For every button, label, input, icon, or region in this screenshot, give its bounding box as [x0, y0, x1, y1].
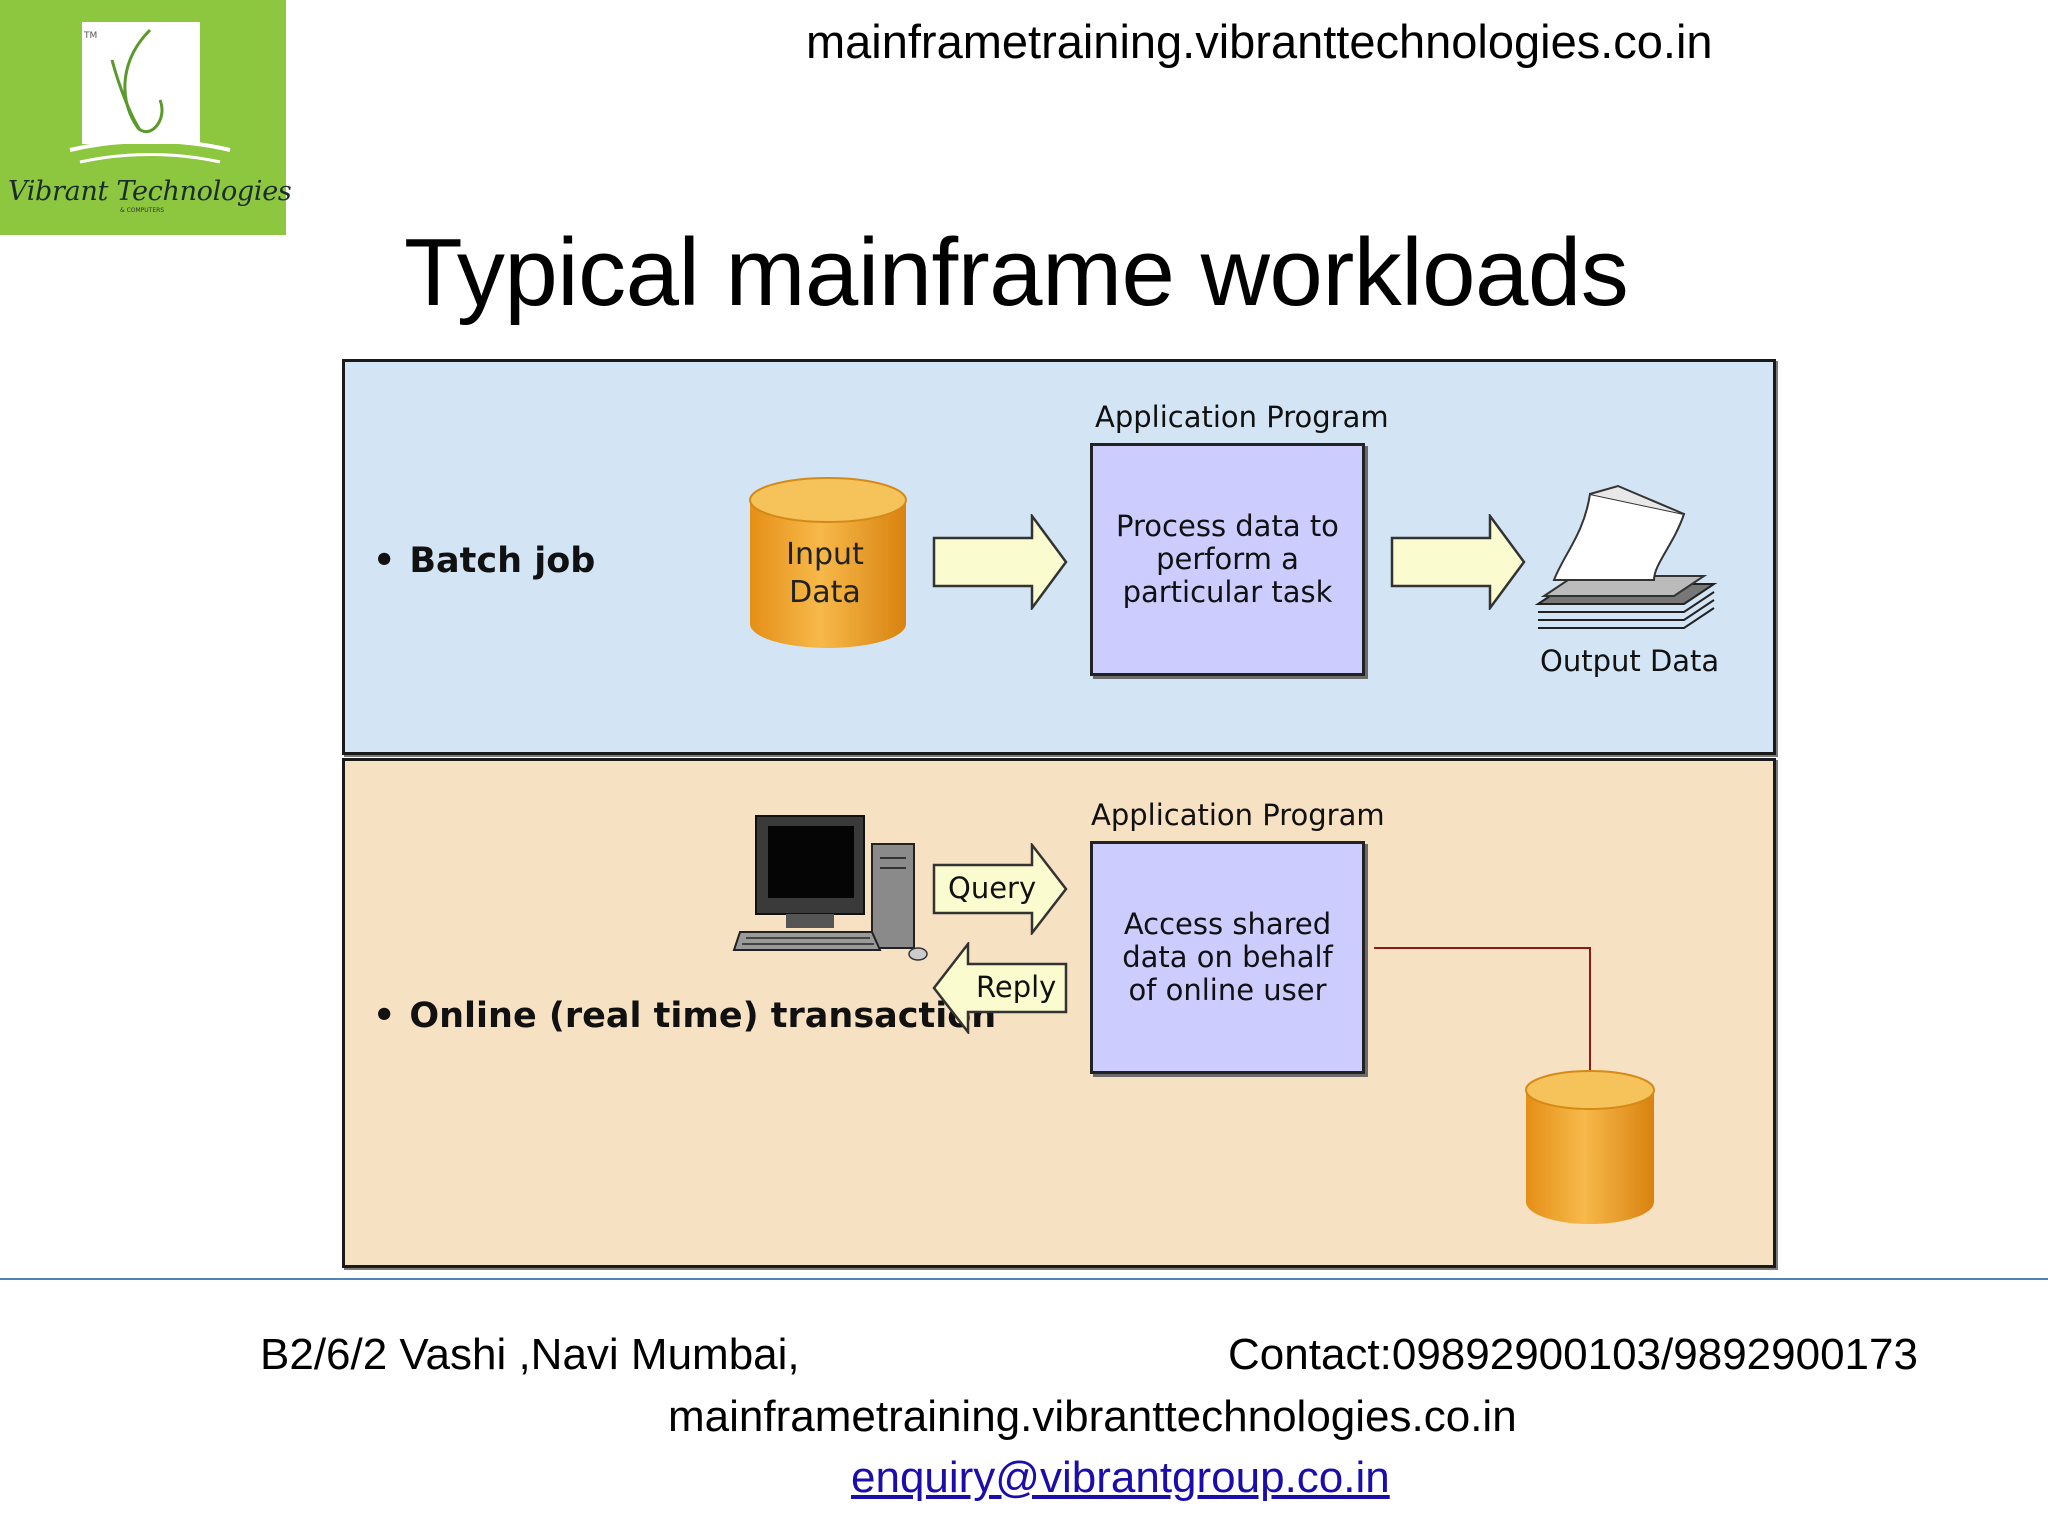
input-data-cylinder-icon	[749, 477, 907, 648]
footer-address: B2/6/2 Vashi ,Navi Mumbai,	[260, 1330, 800, 1379]
slide-title: Typical mainframe workloads	[404, 219, 1629, 326]
query-arrow-icon	[932, 843, 1068, 935]
online-transaction-label: • Online (real time) transaction	[373, 996, 996, 1036]
batch-app-program-label: Application Program	[1095, 400, 1389, 434]
footer-divider	[0, 1278, 2048, 1280]
reply-arrow-icon	[932, 942, 1068, 1034]
footer-contact: Contact:09892900103/9892900173	[1228, 1330, 1918, 1379]
footer-url: mainframetraining.vibranttechnologies.co…	[668, 1392, 1517, 1441]
database-connector-line	[1374, 947, 1591, 1076]
online-process-box: Access shared data on behalf of online u…	[1090, 841, 1365, 1074]
computer-icon	[732, 815, 928, 961]
output-data-label: Output Data	[1540, 644, 1720, 678]
query-label: Query	[948, 871, 1037, 905]
reply-label: Reply	[976, 970, 1057, 1004]
online-transaction-text: Online (real time) transaction	[409, 996, 997, 1036]
batch-process-box: Process data to perform a particular tas…	[1090, 443, 1365, 676]
company-logo: TM & COMPUTERS Vibrant Technologies	[0, 0, 292, 235]
svg-text:& COMPUTERS: & COMPUTERS	[120, 207, 164, 214]
bullet-icon: •	[373, 996, 396, 1036]
footer-email-link[interactable]: enquiry@vibrantgroup.co.in	[851, 1453, 1390, 1502]
batch-job-label: • Batch job	[373, 541, 595, 581]
logo-text: Vibrant Technologies	[8, 176, 292, 207]
shared-data-cylinder-icon	[1525, 1070, 1655, 1224]
right-arrow-icon	[932, 514, 1068, 610]
svg-text:TM: TM	[83, 31, 97, 41]
bullet-icon: •	[373, 541, 396, 581]
right-arrow-icon	[1390, 514, 1526, 610]
printout-icon	[1534, 484, 1718, 629]
online-process-text: Access shared data on behalf of online u…	[1122, 907, 1333, 1007]
input-data-label: Input Data	[786, 537, 864, 610]
batch-process-text: Process data to perform a particular tas…	[1116, 509, 1339, 609]
batch-job-text: Batch job	[409, 541, 596, 581]
header-url: mainframetraining.vibranttechnologies.co…	[806, 15, 1713, 68]
online-app-program-label: Application Program	[1091, 798, 1385, 832]
logo-mark-icon: TM & COMPUTERS	[69, 22, 231, 214]
